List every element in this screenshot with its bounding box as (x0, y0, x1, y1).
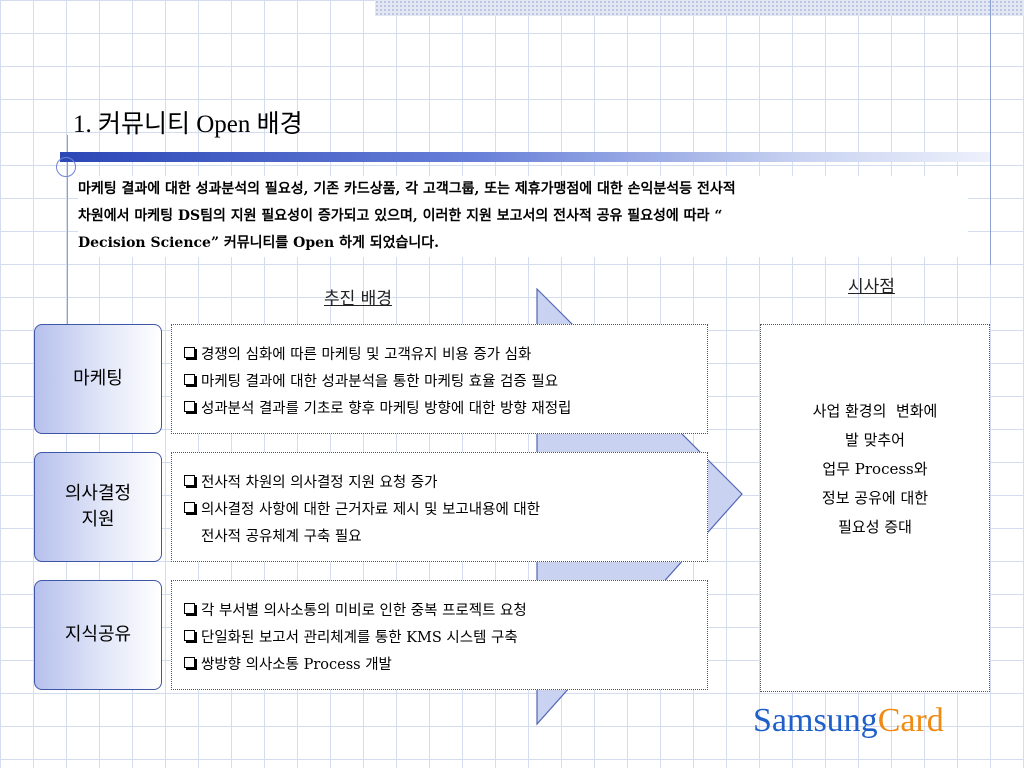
detail-item-text: 쌍방향 의사소통 Process 개발 (201, 657, 392, 673)
detail-item: 성과분석 결과를 기초로 향후 마케팅 방향에 대한 방향 재정립 (183, 396, 697, 423)
implications-box: 사업 환경의 변화에 발 맞추어 업무 Process와 정보 공유에 대한 필… (760, 324, 990, 692)
checkbox-bullet-icon (184, 374, 195, 385)
detail-item: 마케팅 결과에 대한 성과분석을 통한 마케팅 효율 검증 필요 (183, 369, 697, 396)
checkbox-bullet-icon (184, 630, 195, 641)
decorative-left-line (67, 135, 68, 325)
detail-item-text: 경쟁의 심화에 따른 마케팅 및 고객유지 비용 증가 심화 (201, 347, 532, 363)
intro-line: Decision Science” 커뮤니티를 Open 하게 되었습니다. (78, 235, 440, 251)
implication-line: 정보 공유에 대한 (821, 488, 929, 507)
detail-item-text: 단일화된 보고서 관리체계를 통한 KMS 시스템 구축 (201, 630, 518, 646)
detail-item: 단일화된 보고서 관리체계를 통한 KMS 시스템 구축 (183, 625, 697, 652)
detail-item-text: 의사결정 사항에 대한 근거자료 제시 및 보고내용에 대한 (201, 502, 541, 518)
detail-item: 각 부서별 의사소통의 미비로 인한 중복 프로젝트 요청 (183, 598, 697, 625)
checkbox-bullet-icon (184, 502, 195, 513)
intro-line: 차원에서 마케팅 DS팀의 지원 필요성이 증가되고 있으며, 이러한 지원 보… (78, 208, 723, 224)
detail-item: 쌍방향 의사소통 Process 개발 (183, 652, 697, 679)
checkbox-bullet-icon (184, 347, 195, 358)
checkbox-bullet-icon (184, 603, 195, 614)
detail-item-text: 성과분석 결과를 기초로 향후 마케팅 방향에 대한 방향 재정립 (201, 401, 572, 417)
logo-card: Card (877, 702, 944, 739)
category-label: 마케팅 (73, 368, 123, 389)
detail-item-text: 각 부서별 의사소통의 미비로 인한 중복 프로젝트 요청 (201, 603, 527, 619)
intro-line: 마케팅 결과에 대한 성과분석의 필요성, 기존 카드상품, 각 고객그룹, 또… (78, 181, 736, 197)
detail-box-decision-support: 전사적 차원의 의사결정 지원 요청 증가 의사결정 사항에 대한 근거자료 제… (171, 452, 708, 562)
category-decision-support: 의사결정 지원 (34, 452, 162, 562)
category-marketing: 마케팅 (34, 324, 162, 434)
checkbox-bullet-icon (184, 475, 195, 486)
implications-header: 시사점 (848, 277, 895, 297)
logo-samsung: Samsung (753, 702, 878, 739)
implication-line: 업무 Process와 (822, 459, 928, 478)
detail-item: 경쟁의 심화에 따른 마케팅 및 고객유지 비용 증가 심화 (183, 342, 697, 369)
decorative-circle-icon (56, 157, 76, 177)
detail-item: 의사결정 사항에 대한 근거자료 제시 및 보고내용에 대한 (183, 497, 697, 524)
detail-box-marketing: 경쟁의 심화에 따른 마케팅 및 고객유지 비용 증가 심화 마케팅 결과에 대… (171, 324, 708, 434)
detail-box-knowledge-sharing: 각 부서별 의사소통의 미비로 인한 중복 프로젝트 요청 단일화된 보고서 관… (171, 580, 708, 690)
detail-item-continuation: 전사적 공유체계 구축 필요 (201, 529, 362, 545)
detail-item: 전사적 차원의 의사결정 지원 요청 증가 (183, 470, 697, 497)
category-label: 의사결정 지원 (64, 483, 132, 530)
page-title: 1. 커뮤니티 Open 배경 (73, 111, 303, 138)
implication-line: 사업 환경의 변화에 (812, 401, 938, 420)
checkbox-bullet-icon (184, 657, 195, 668)
detail-item-text: 전사적 차원의 의사결정 지원 요청 증가 (201, 475, 438, 491)
category-knowledge-sharing: 지식공유 (34, 580, 162, 690)
implication-line: 필요성 증대 (838, 517, 912, 536)
title-gradient-bar (60, 152, 990, 162)
category-label: 지식공유 (64, 624, 132, 645)
implications-text: 사업 환경의 변화에 발 맞추어 업무 Process와 정보 공유에 대한 필… (813, 397, 938, 542)
implication-line: 발 맞추어 (845, 430, 905, 449)
detail-item-text: 마케팅 결과에 대한 성과분석을 통한 마케팅 효율 검증 필요 (201, 374, 559, 390)
intro-paragraph: 마케팅 결과에 대한 성과분석의 필요성, 기존 카드상품, 각 고객그룹, 또… (78, 176, 968, 257)
samsung-card-logo: SamsungCard (753, 702, 944, 740)
decorative-vertical-line (990, 0, 991, 265)
header-pattern-band (375, 0, 1024, 16)
background-header: 추진 배경 (324, 289, 392, 309)
checkbox-bullet-icon (184, 401, 195, 412)
